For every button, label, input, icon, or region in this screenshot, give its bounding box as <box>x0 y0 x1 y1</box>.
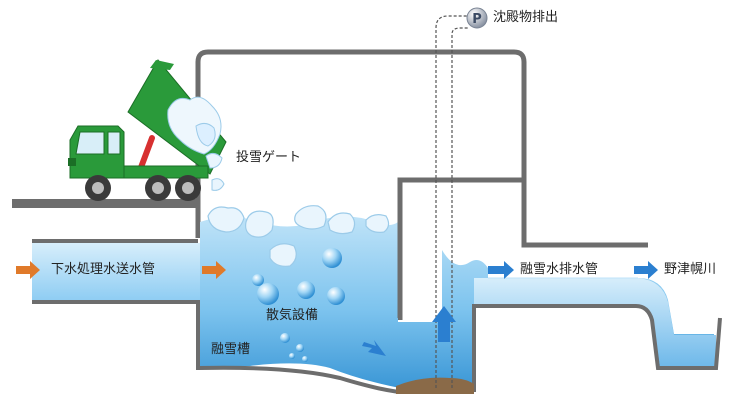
flow-arrow-icon <box>362 340 386 356</box>
aeration-label: 散気設備 <box>266 308 319 323</box>
sewage-pipe <box>32 243 205 300</box>
building-outline <box>195 49 527 238</box>
sewage-pipe-wall-bottom <box>32 300 200 370</box>
melting-tank-label: 融雪槽 <box>211 342 251 357</box>
inlet-arrow-icon <box>16 261 40 279</box>
truck-wheels <box>85 175 201 201</box>
air-bubble-icon <box>257 283 279 305</box>
ground-platform <box>12 199 198 208</box>
river-label: 野津幌川 <box>664 262 717 277</box>
drain-roof <box>521 178 648 248</box>
air-bubble-icon <box>322 248 342 268</box>
drain-channel <box>474 278 716 366</box>
drain-channel-wall <box>472 304 722 392</box>
air-bubble-icon <box>296 344 304 352</box>
air-bubble-icon <box>327 287 345 305</box>
tank-bottom-wall <box>197 365 474 394</box>
sewage-pipe-label: 下水処理水送水管 <box>51 262 156 277</box>
drain-arrow-icon <box>488 261 514 279</box>
river-arrow-icon <box>634 261 658 279</box>
air-bubble-icon <box>252 274 264 286</box>
snow-chunks <box>207 205 390 267</box>
sediment-pipe-dashed <box>435 15 468 388</box>
inlet-arrow-icon <box>202 261 226 279</box>
pump-badge-letter: P <box>472 12 482 27</box>
upflow-arrow-icon <box>432 306 456 342</box>
air-bubble-icon <box>297 281 315 299</box>
pump-icon: P <box>466 7 488 29</box>
air-bubble-icon <box>280 333 290 343</box>
air-bubble-icon <box>302 356 308 362</box>
air-bubbles <box>252 248 345 362</box>
sediment-discharge-label: 沈殿物排出 <box>493 10 559 25</box>
sediment <box>396 377 474 394</box>
air-bubble-icon <box>289 353 295 359</box>
snow-gate-label: 投雪ゲート <box>236 150 302 165</box>
dump-truck-icon <box>68 59 227 201</box>
drain-pipe-label: 融雪水排水管 <box>520 262 599 277</box>
sediment-pipe-dashed-inner <box>451 27 468 388</box>
